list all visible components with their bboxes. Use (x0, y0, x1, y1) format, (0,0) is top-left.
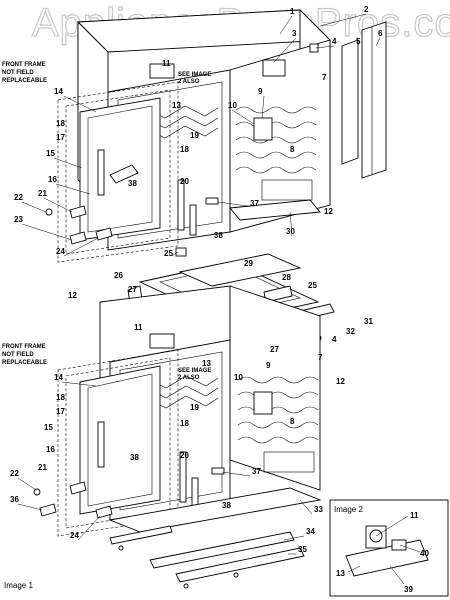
svg-text:NOT FIELD: NOT FIELD (2, 70, 34, 76)
callout: 23 (14, 215, 23, 224)
image2-inset (329, 499, 449, 597)
callouts-bottom: 12 13 9 10 8 14 15 16 17 18 18 19 20 21 … (10, 359, 345, 554)
callout: 36 (10, 495, 19, 504)
callout: 25 (164, 249, 173, 258)
note-see-image-top: SEE IMAGE 2 ALSO (178, 72, 211, 85)
svg-text:SEE IMAGE: SEE IMAGE (178, 72, 211, 78)
callout: 12 (324, 207, 333, 216)
leader-lines (17, 13, 381, 555)
callout: 13 (202, 359, 211, 368)
callout: 16 (48, 175, 57, 184)
callout: 12 (336, 377, 345, 386)
callout: 31 (364, 317, 373, 326)
callout: 14 (54, 373, 63, 382)
callout: 27 (270, 345, 279, 354)
callout: 10 (234, 373, 243, 382)
callout: 11 (134, 323, 143, 332)
callout: 8 (290, 417, 295, 426)
callout: 37 (252, 467, 261, 476)
callout: 20 (180, 451, 189, 460)
callout: 24 (56, 247, 65, 256)
svg-text:NOT FIELD: NOT FIELD (2, 352, 34, 358)
callout: 38 (128, 179, 137, 188)
callout: 26 (114, 271, 123, 280)
callout: 20 (180, 177, 189, 186)
callout: 22 (10, 469, 19, 478)
callout: 39 (404, 585, 413, 594)
note-front-frame-bottom: FRONT FRAME NOT FIELD REPLACEABLE (2, 344, 47, 366)
svg-text:2 ALSO: 2 ALSO (178, 375, 200, 381)
callout: 35 (298, 545, 307, 554)
svg-text:REPLACEABLE: REPLACEABLE (2, 360, 47, 366)
callout: 10 (228, 101, 237, 110)
callout: 9 (266, 361, 271, 370)
callout: 30 (286, 227, 295, 236)
callout: 18 (56, 119, 65, 128)
callout: 24 (70, 531, 79, 540)
callout: 14 (54, 87, 63, 96)
callout: 22 (14, 193, 23, 202)
callouts-middle: 26 27 28 29 25 31 32 12 11 7 4 27 (68, 259, 373, 362)
callout: 3 (292, 29, 297, 38)
callout: 2 (364, 5, 369, 14)
callout: 18 (56, 393, 65, 402)
caption-image1: Image 1 (4, 581, 33, 590)
svg-text:FRONT FRAME: FRONT FRAME (2, 62, 46, 68)
callout: 28 (282, 273, 291, 282)
callout: 33 (314, 505, 323, 514)
callout: 19 (190, 131, 199, 140)
callout: 29 (244, 259, 253, 268)
lower-oven-assembly (33, 285, 322, 589)
callout: 11 (162, 59, 171, 68)
note-front-frame-top: FRONT FRAME NOT FIELD REPLACEABLE (2, 62, 47, 84)
callout: 27 (128, 285, 137, 294)
callout: 32 (346, 327, 355, 336)
callouts-top: 1 2 3 4 5 6 7 8 9 10 11 12 13 14 15 16 1… (14, 5, 383, 258)
callout: 25 (308, 281, 317, 290)
callout: 40 (420, 549, 429, 558)
callout: 13 (172, 101, 181, 110)
callout: 4 (332, 335, 337, 344)
callout: 15 (44, 423, 53, 432)
callout: 18 (180, 419, 189, 428)
svg-text:SEE IMAGE: SEE IMAGE (178, 368, 211, 374)
callout: 13 (336, 569, 345, 578)
callout: 12 (68, 291, 77, 300)
callout: 6 (378, 29, 383, 38)
callout: 19 (190, 403, 199, 412)
callouts-inset: 11 40 13 39 (336, 511, 429, 594)
callout: 38 (222, 501, 231, 510)
callout: 18 (180, 145, 189, 154)
callout: 9 (258, 87, 263, 96)
callout: 15 (46, 149, 55, 158)
callout: 4 (332, 37, 337, 46)
callout: 17 (56, 407, 65, 416)
callout: 17 (56, 133, 65, 142)
callout: 16 (46, 445, 55, 454)
svg-text:FRONT FRAME: FRONT FRAME (2, 344, 46, 350)
callout: 5 (356, 37, 361, 46)
upper-oven-assembly (45, 8, 387, 263)
callout: 7 (322, 73, 327, 82)
svg-text:2 ALSO: 2 ALSO (178, 79, 200, 85)
callout: 37 (250, 199, 259, 208)
callout: 8 (290, 145, 295, 154)
svg-text:REPLACEABLE: REPLACEABLE (2, 78, 47, 84)
note-see-image-bottom: SEE IMAGE 2 ALSO (178, 368, 211, 381)
callout: 1 (290, 7, 295, 16)
callout: 38 (130, 453, 139, 462)
callout: 7 (318, 353, 323, 362)
callout: 38 (214, 231, 223, 240)
callout: 21 (38, 189, 47, 198)
callout: 11 (410, 511, 419, 520)
callout: 34 (306, 527, 315, 536)
callout: 21 (38, 463, 47, 472)
caption-image2: Image 2 (334, 505, 363, 514)
